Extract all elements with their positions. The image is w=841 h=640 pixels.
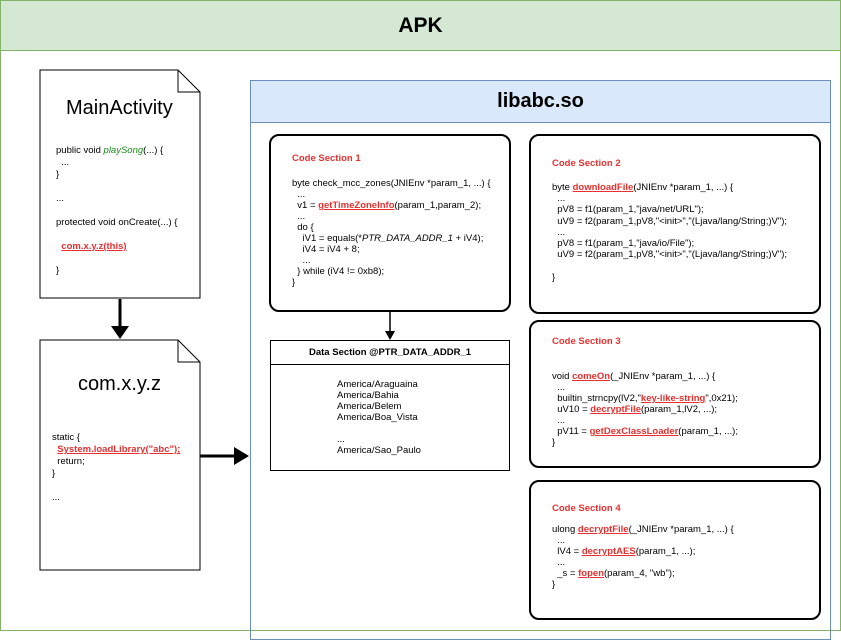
data-section-list: America/Araguaina America/Bahia America/… [337, 379, 421, 456]
code-section-3 [529, 320, 821, 468]
list-item: America/Araguaina [337, 379, 418, 390]
code-section-4-body: ulong decryptFile(_JNIEnv *param_1, ...)… [552, 524, 734, 590]
data-section-title: Data Section @PTR_DATA_ADDR_1 [270, 340, 510, 365]
key-like-string: key-like-string [640, 393, 706, 404]
comxyz-doc-shape [39, 339, 201, 571]
mainactivity-code: public void playSong(...) { ... } ... pr… [56, 145, 178, 276]
decryptfile-fn: decryptFile [577, 524, 629, 535]
code-section-2 [529, 134, 821, 314]
code-section-4-title: Code Section 4 [552, 503, 621, 514]
loadlibrary-call: System.loadLibrary("abc"); [57, 444, 181, 455]
list-item: America/Belem [337, 401, 402, 412]
playsong-method: playSong [103, 145, 144, 156]
mainactivity-title: MainActivity [66, 97, 173, 119]
comxyz-code: static { System.loadLibrary("abc"); retu… [52, 432, 181, 503]
mainactivity-doc-fold [177, 70, 200, 93]
downloadfile-fn: downloadFile [572, 182, 634, 193]
code-section-2-title: Code Section 2 [552, 158, 621, 169]
lib-title: libabc.so [250, 80, 831, 123]
apk-title: APK [0, 0, 841, 51]
fopen-fn: fopen [578, 568, 604, 579]
comxyz-call: com.x.y.z(this) [61, 241, 127, 252]
list-item: America/Boa_Vista [337, 412, 418, 423]
code-section-1-title: Code Section 1 [292, 153, 361, 164]
code-section-3-title: Code Section 3 [552, 336, 621, 347]
comxyz-doc-fold [177, 340, 200, 363]
code-section-1 [269, 134, 511, 312]
code-section-3-body: void comeOn(_JNIEnv *param_1, ...) { ...… [552, 371, 738, 448]
mainactivity-doc-shape [39, 69, 201, 299]
comxyz-title: com.x.y.z [78, 373, 161, 395]
arrowhead-code1-to-data [385, 331, 395, 340]
code-section-1-body: byte check_mcc_zones(JNIEnv *param_1, ..… [292, 178, 491, 288]
list-item: ... [337, 434, 345, 445]
list-item: America/Bahia [337, 390, 399, 401]
data-section [270, 340, 510, 471]
list-item: America/Sao_Paulo [337, 445, 421, 456]
code-section-2-body: byte downloadFile(JNIEnv *param_1, ...) … [552, 182, 788, 283]
comeon-fn: comeOn [572, 371, 611, 382]
getdexclassloader-fn: getDexClassLoader [589, 426, 679, 437]
arrowhead-comxyz-to-lib [234, 447, 249, 465]
decryptfile-fn: decryptFile [590, 404, 641, 415]
arrowhead-main-to-comxyz [111, 326, 129, 339]
code-section-4 [529, 480, 821, 620]
decryptaes-fn: decryptAES [581, 546, 636, 557]
gettimezoneinfo-fn: getTimeZoneInfo [318, 200, 395, 211]
